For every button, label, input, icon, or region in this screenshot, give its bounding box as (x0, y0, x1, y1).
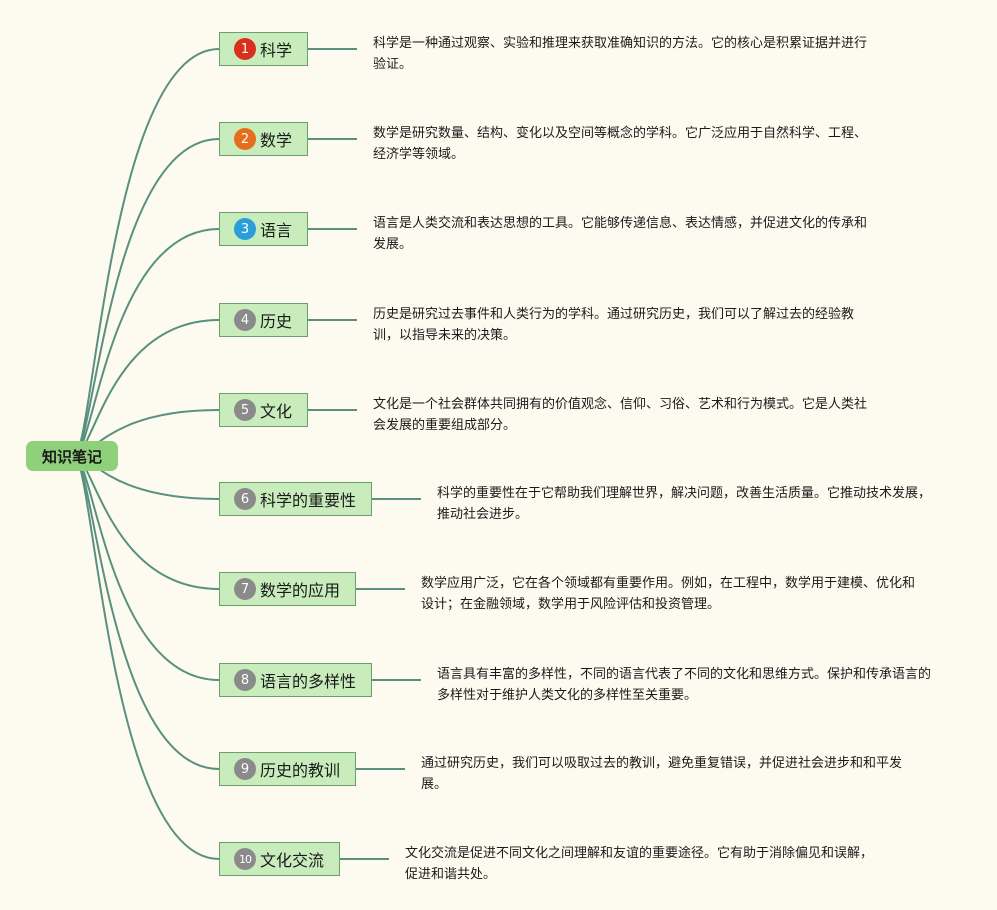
branch-connector (73, 319, 220, 457)
root-node[interactable]: 知识笔记 (26, 441, 118, 471)
branch-connector (73, 48, 220, 457)
number-badge-icon: 9 (234, 758, 256, 780)
topic-note: 通过研究历史，我们可以吸取过去的教训，避免重复错误，并促进社会进步和和平发展。 (421, 756, 903, 792)
branch-connector (73, 455, 220, 860)
topic-label: 文化 (260, 402, 293, 421)
topic-note: 语言是人类交流和表达思想的工具。它能够传递信息、表达情感，并促进文化的传承和发展… (373, 216, 868, 252)
number-badge-icon: 4 (234, 309, 256, 331)
topic-note: 数学应用广泛，它在各个领域都有重要作用。例如，在工程中，数学用于建模、优化和设计… (421, 576, 916, 612)
topic-note: 数学是研究数量、结构、变化以及空间等概念的学科。它广泛应用于自然科学、工程、经济… (373, 126, 868, 162)
topic-note: 科学是一种通过观察、实验和推理来获取准确知识的方法。它的核心是积累证据并进行验证… (373, 36, 868, 72)
number-badge-icon: 5 (234, 399, 256, 421)
topic-label: 历史 (260, 312, 293, 331)
topic-note: 语言具有丰富的多样性，不同的语言代表了不同的文化和思维方式。保护和传承语言的多样… (437, 667, 932, 703)
topic-label: 文化交流 (260, 851, 325, 870)
topic-label: 语言的多样性 (260, 672, 357, 691)
branch-connector (73, 455, 220, 770)
number-badge-icon: 6 (234, 488, 256, 510)
topic-note: 科学的重要性在于它帮助我们理解世界，解决问题，改善生活质量。它推动技术发展，推动… (437, 486, 932, 522)
number-badge-icon: 3 (234, 218, 256, 240)
topic-label: 数学的应用 (260, 581, 341, 600)
branch-connector (73, 455, 220, 590)
topic-label: 语言 (260, 221, 293, 240)
number-badge-icon: 7 (234, 578, 256, 600)
topic-note: 文化是一个社会群体共同拥有的价值观念、信仰、习俗、艺术和行为模式。它是人类社会发… (373, 397, 868, 433)
number-badge-icon: 8 (234, 669, 256, 691)
topic-label: 数学 (260, 131, 293, 150)
number-badge-icon: 1 (234, 38, 256, 60)
topic-note: 文化交流是促进不同文化之间理解和友谊的重要途径。它有助于消除偏见和误解，促进和谐… (405, 846, 874, 882)
topic-label: 科学的重要性 (260, 491, 357, 510)
topic-note: 历史是研究过去事件和人类行为的学科。通过研究历史，我们可以了解过去的经验教训，以… (373, 307, 855, 343)
number-badge-icon: 10 (234, 848, 256, 870)
topic-label: 科学 (260, 41, 293, 60)
number-badge-icon: 2 (234, 128, 256, 150)
topic-label: 历史的教训 (260, 761, 341, 780)
branch-connector (73, 138, 220, 457)
